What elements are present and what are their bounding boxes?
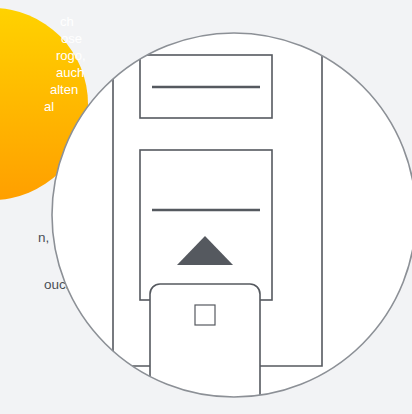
upper-slot [140,55,272,118]
slot-line [152,209,260,211]
badge-text-fragment: alten [50,82,78,98]
device-drawing [113,0,322,414]
badge-text-fragment: ch [60,14,74,30]
slot-line [152,86,260,88]
badge-text-fragment: rogo, [56,48,86,64]
badge-text-fragment: auch [56,65,84,81]
zoom-circle-border [52,33,412,397]
badge-text-fragment: ose [61,31,82,47]
insert-arrow [177,236,233,265]
card-slot [140,150,272,300]
body-text-fragment: n, [38,230,49,246]
card-chip [195,305,215,325]
badge-text-fragment: al [44,99,54,115]
